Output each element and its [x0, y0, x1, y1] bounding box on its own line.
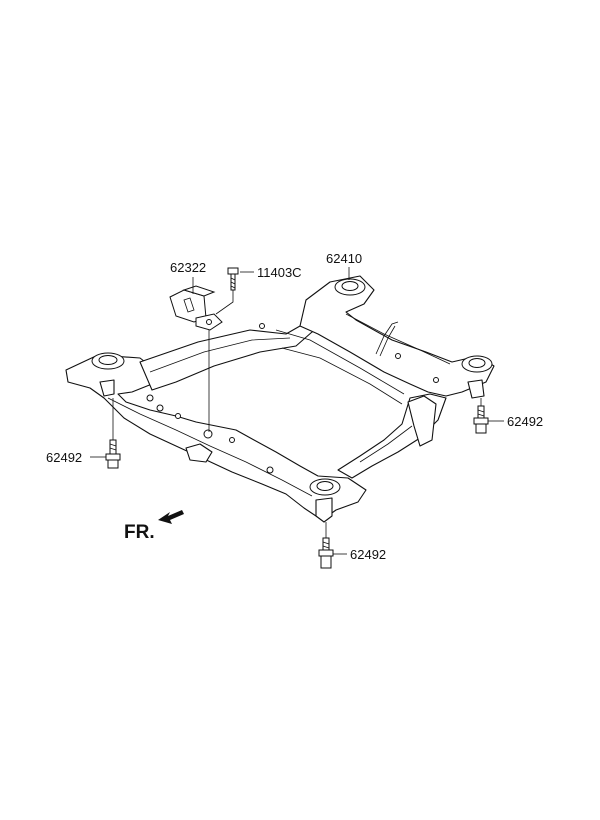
hose-pipe [375, 321, 399, 357]
front-direction-label: FR. [124, 522, 155, 543]
rear-right-boss [467, 379, 485, 399]
label-62492-left: 62492 [46, 450, 82, 465]
mount-bolt-right-icon [473, 405, 489, 434]
label-62492-bottom: 62492 [350, 547, 386, 562]
bolt-11403c-icon [227, 267, 239, 291]
rear-upright-bracket [407, 395, 437, 447]
rear-left-boss [315, 497, 333, 523]
label-62492-right: 62492 [507, 414, 543, 429]
lower-tab [185, 443, 213, 463]
inner-brace [275, 329, 405, 405]
front-direction-arrow-icon [158, 510, 184, 524]
front-left-mount-inner [98, 355, 118, 365]
rear-right-mount-inner [468, 358, 486, 368]
left-side-rail [65, 354, 367, 521]
rail-detail-lines [107, 313, 451, 497]
front-right-mount-inner [341, 281, 359, 291]
rear-left-mount-inner [316, 481, 334, 491]
label-62322: 62322 [170, 260, 206, 275]
label-11403c: 11403C [257, 265, 302, 280]
subframe-assembly [65, 275, 495, 523]
leader-lines [90, 267, 504, 555]
bracket-62322 [169, 285, 223, 331]
front-direction-indicator: FR. [124, 510, 184, 543]
label-62410: 62410 [326, 251, 362, 266]
front-left-boss [99, 379, 115, 397]
right-side-rail [299, 275, 495, 397]
mount-bolt-bottom-icon [318, 537, 334, 569]
mount-bolt-left-icon [105, 439, 121, 469]
front-cross-beam [139, 315, 327, 391]
frame-holes [146, 323, 439, 474]
